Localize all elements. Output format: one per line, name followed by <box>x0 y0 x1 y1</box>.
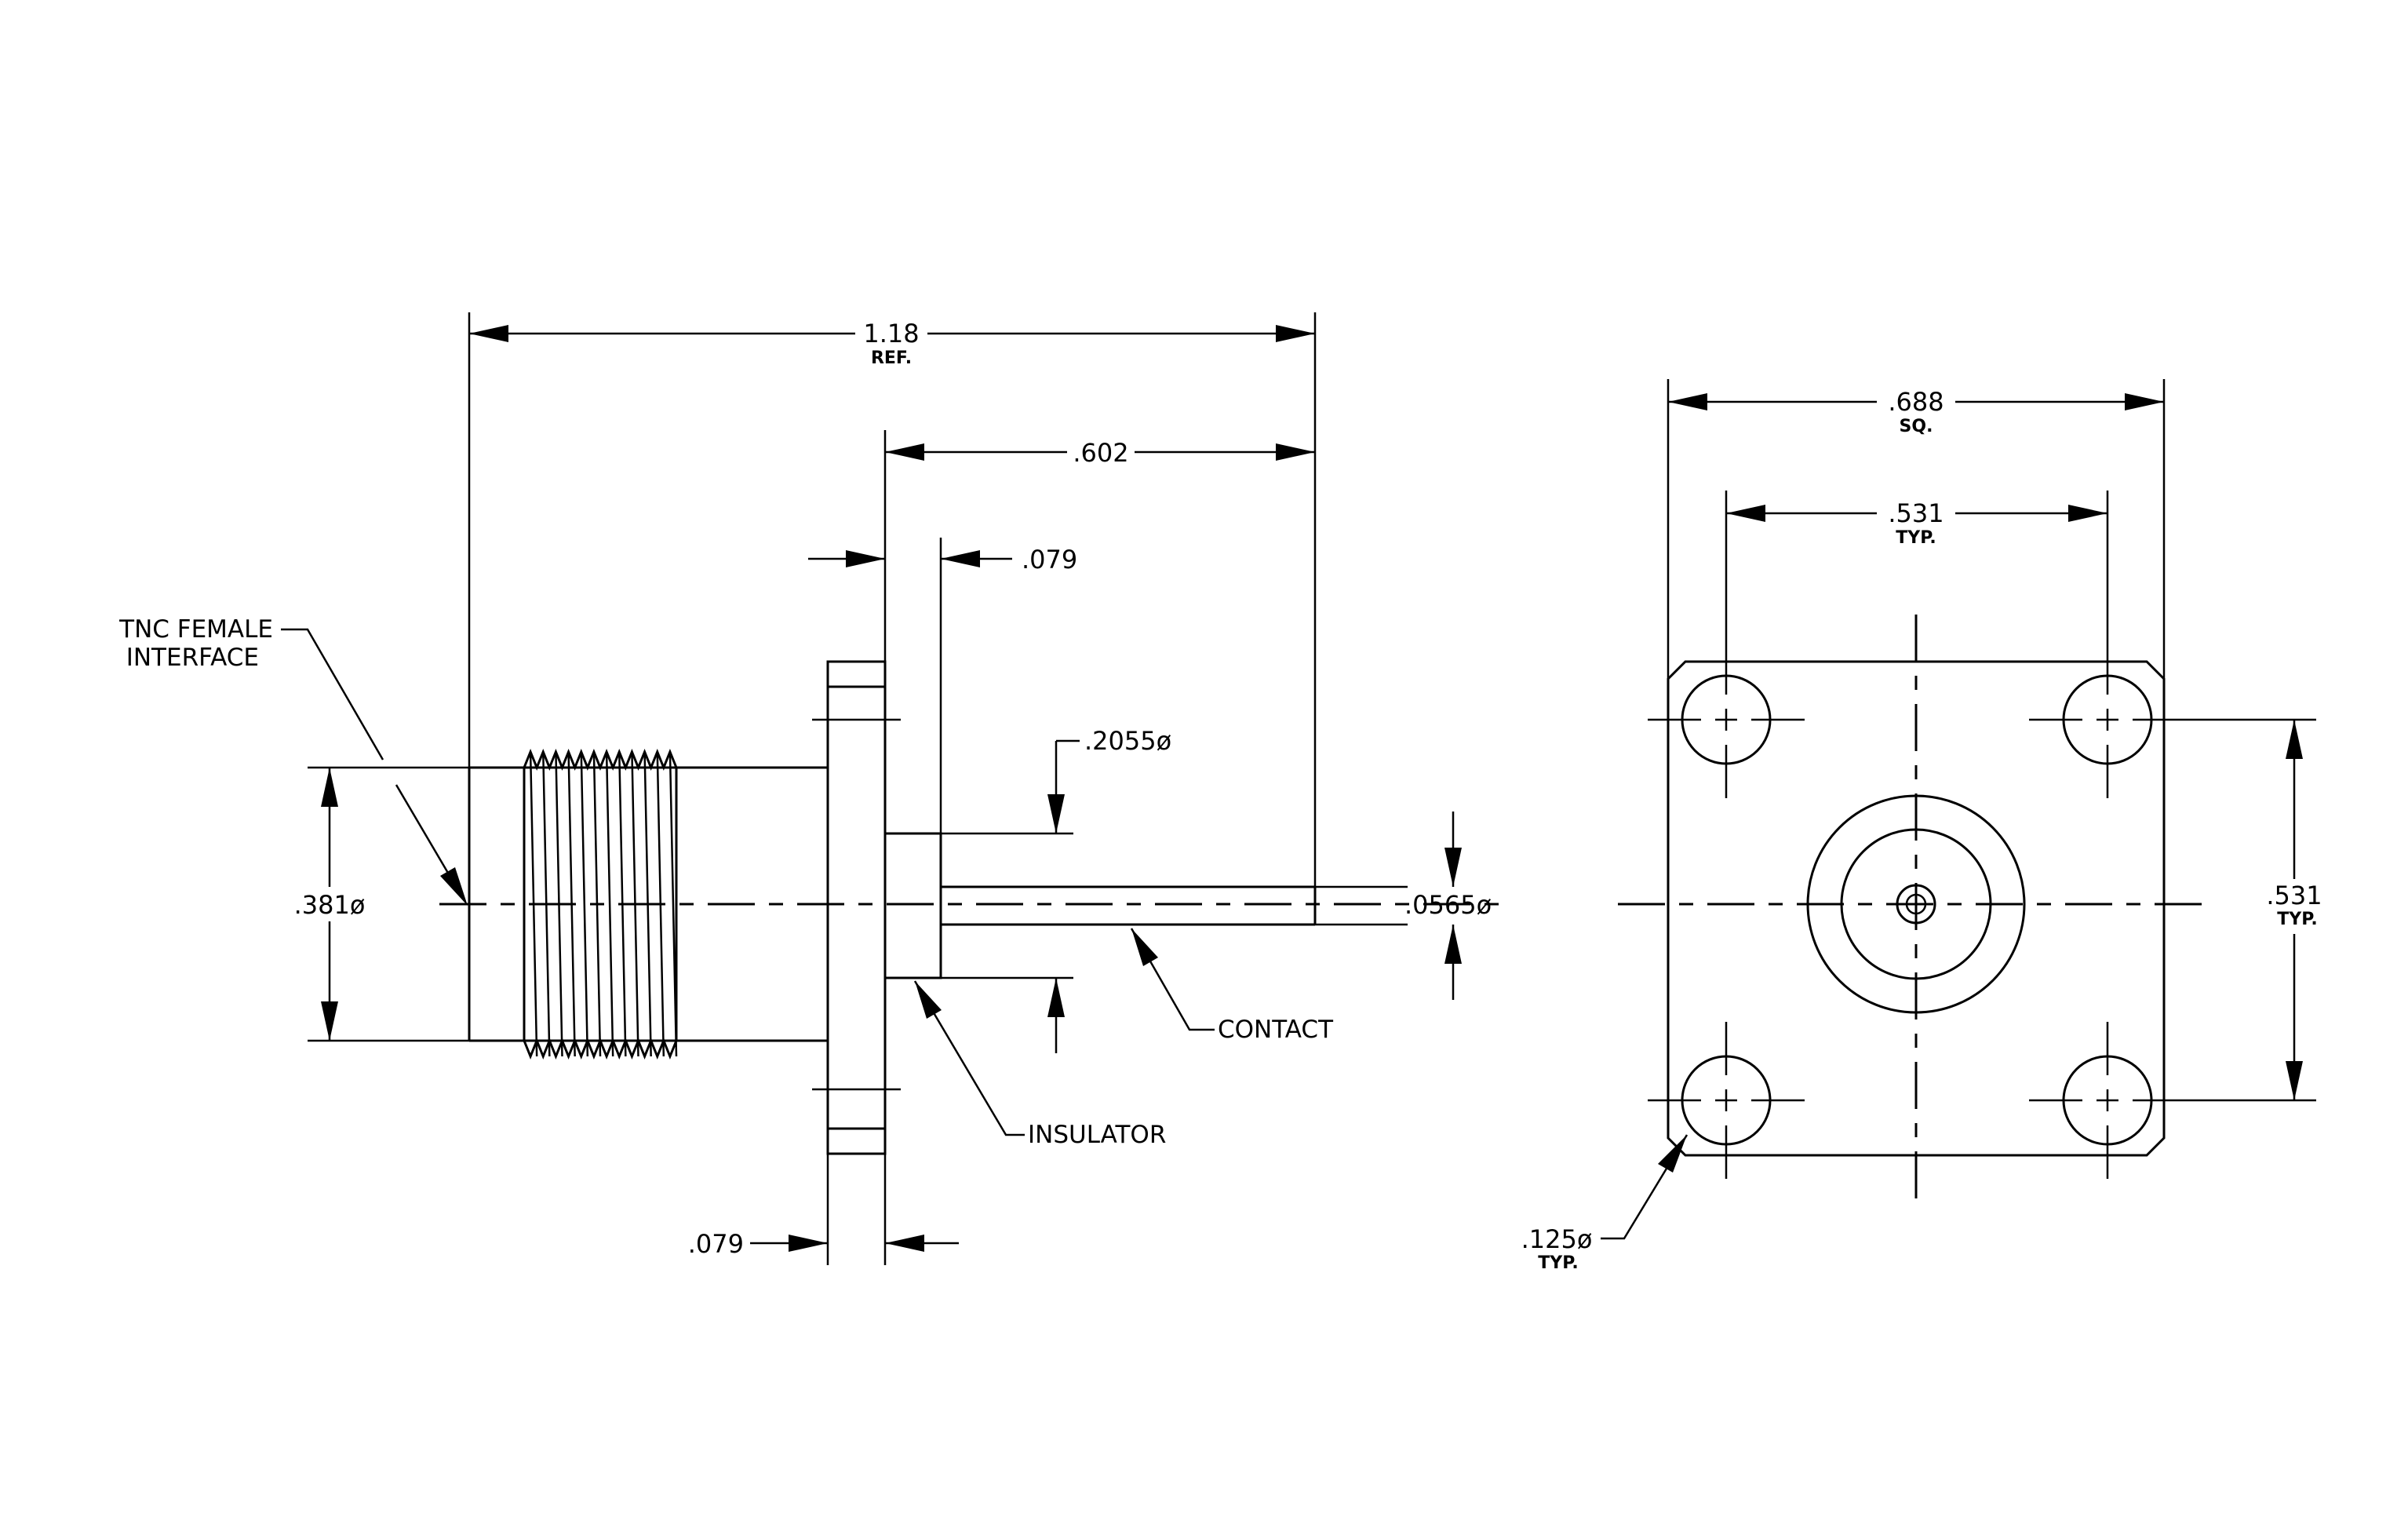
label-interface-line1: TNC FEMALE <box>118 615 273 644</box>
label-insulator-text: INSULATOR <box>1028 1121 1166 1149</box>
dim-hole-spacing-h-note: TYP. <box>1896 528 1936 548</box>
contact-inner-circle <box>1905 893 1927 915</box>
contact-pin <box>941 885 1408 926</box>
dim-hole-spacing-v-note: TYP. <box>2277 910 2317 929</box>
dim-contact-extension: .602 <box>885 438 1315 468</box>
dim-hole-spacing-h: .531 TYP. <box>1726 498 2107 548</box>
dim-contact-dia: .0565ø <box>1404 812 1492 1000</box>
label-interface: TNC FEMALE INTERFACE <box>118 615 468 906</box>
dim-overall-length-note: REF. <box>871 348 912 368</box>
dim-insulator-step-value: .079 <box>1022 545 1077 574</box>
dim-insulator-dia-value: .2055ø <box>1084 726 1171 756</box>
dim-overall-length: 1.18 REF. <box>469 319 1315 368</box>
dim-overall-length-value: 1.18 <box>863 319 919 348</box>
thread-ends <box>523 768 678 1041</box>
dim-flange-size-value: .688 <box>1888 387 1944 417</box>
dim-body-dia-value: .381ø <box>294 890 366 920</box>
thread-line <box>643 751 652 1057</box>
dim-hole-dia: .125ø TYP. <box>1521 1134 1689 1273</box>
dim-hole-spacing-v: .531 TYP. <box>2266 720 2322 1100</box>
thread-line <box>592 751 602 1057</box>
thread-profile <box>523 748 678 1060</box>
thread-line <box>656 751 665 1057</box>
mounting-holes <box>1648 641 2186 1179</box>
dim-body-dia: .381ø <box>287 768 372 1041</box>
dim-insulator-dia: .2055ø <box>1047 726 1171 1053</box>
side-extension-lines <box>308 312 1317 1265</box>
dim-hole-dia-value: .125ø <box>1521 1224 1593 1254</box>
dim-flange-size: .688 SQ. <box>1668 387 2164 436</box>
dim-flange-thickness-value: .079 <box>688 1229 744 1259</box>
thread-line <box>529 751 538 1057</box>
thread-line <box>542 751 551 1057</box>
side-view: 1.18 REF. .602 .079 .2055ø <box>118 312 1506 1265</box>
flange-outline <box>1667 660 2166 1157</box>
thread-line <box>618 751 627 1057</box>
label-interface-line2: INTERFACE <box>126 644 259 672</box>
dim-hole-dia-note: TYP. <box>1538 1253 1578 1273</box>
dim-flange-thickness: .079 <box>688 1229 959 1259</box>
connector-body <box>468 748 828 1060</box>
dim-flange-size-note: SQ. <box>1900 417 1933 436</box>
thread-line <box>555 751 563 1057</box>
thread-line <box>605 751 614 1057</box>
insulator <box>883 832 942 979</box>
dim-hole-spacing-v-value: .531 <box>2266 881 2322 910</box>
thread-line <box>567 751 576 1057</box>
mounting-flange <box>812 660 901 1155</box>
dim-contact-dia-value: .0565ø <box>1404 890 1492 920</box>
thread-line <box>580 751 589 1057</box>
dim-hole-spacing-h-value: .531 <box>1888 498 1944 528</box>
label-contact-text: CONTACT <box>1218 1016 1334 1044</box>
interface-mid-circle <box>1840 828 1992 980</box>
dim-contact-extension-value: .602 <box>1073 438 1128 468</box>
front-view: .688 SQ. .531 TYP. .531 TYP. .125ø TYP. <box>1521 379 2322 1273</box>
label-insulator: INSULATOR <box>913 980 1166 1149</box>
interface-outer-circle <box>1806 794 2026 1014</box>
dim-insulator-step: .079 <box>808 545 1077 574</box>
contact-circle <box>1896 884 1936 925</box>
thread-line <box>631 751 639 1057</box>
label-contact: CONTACT <box>1130 928 1334 1044</box>
thread-crest <box>523 748 678 771</box>
